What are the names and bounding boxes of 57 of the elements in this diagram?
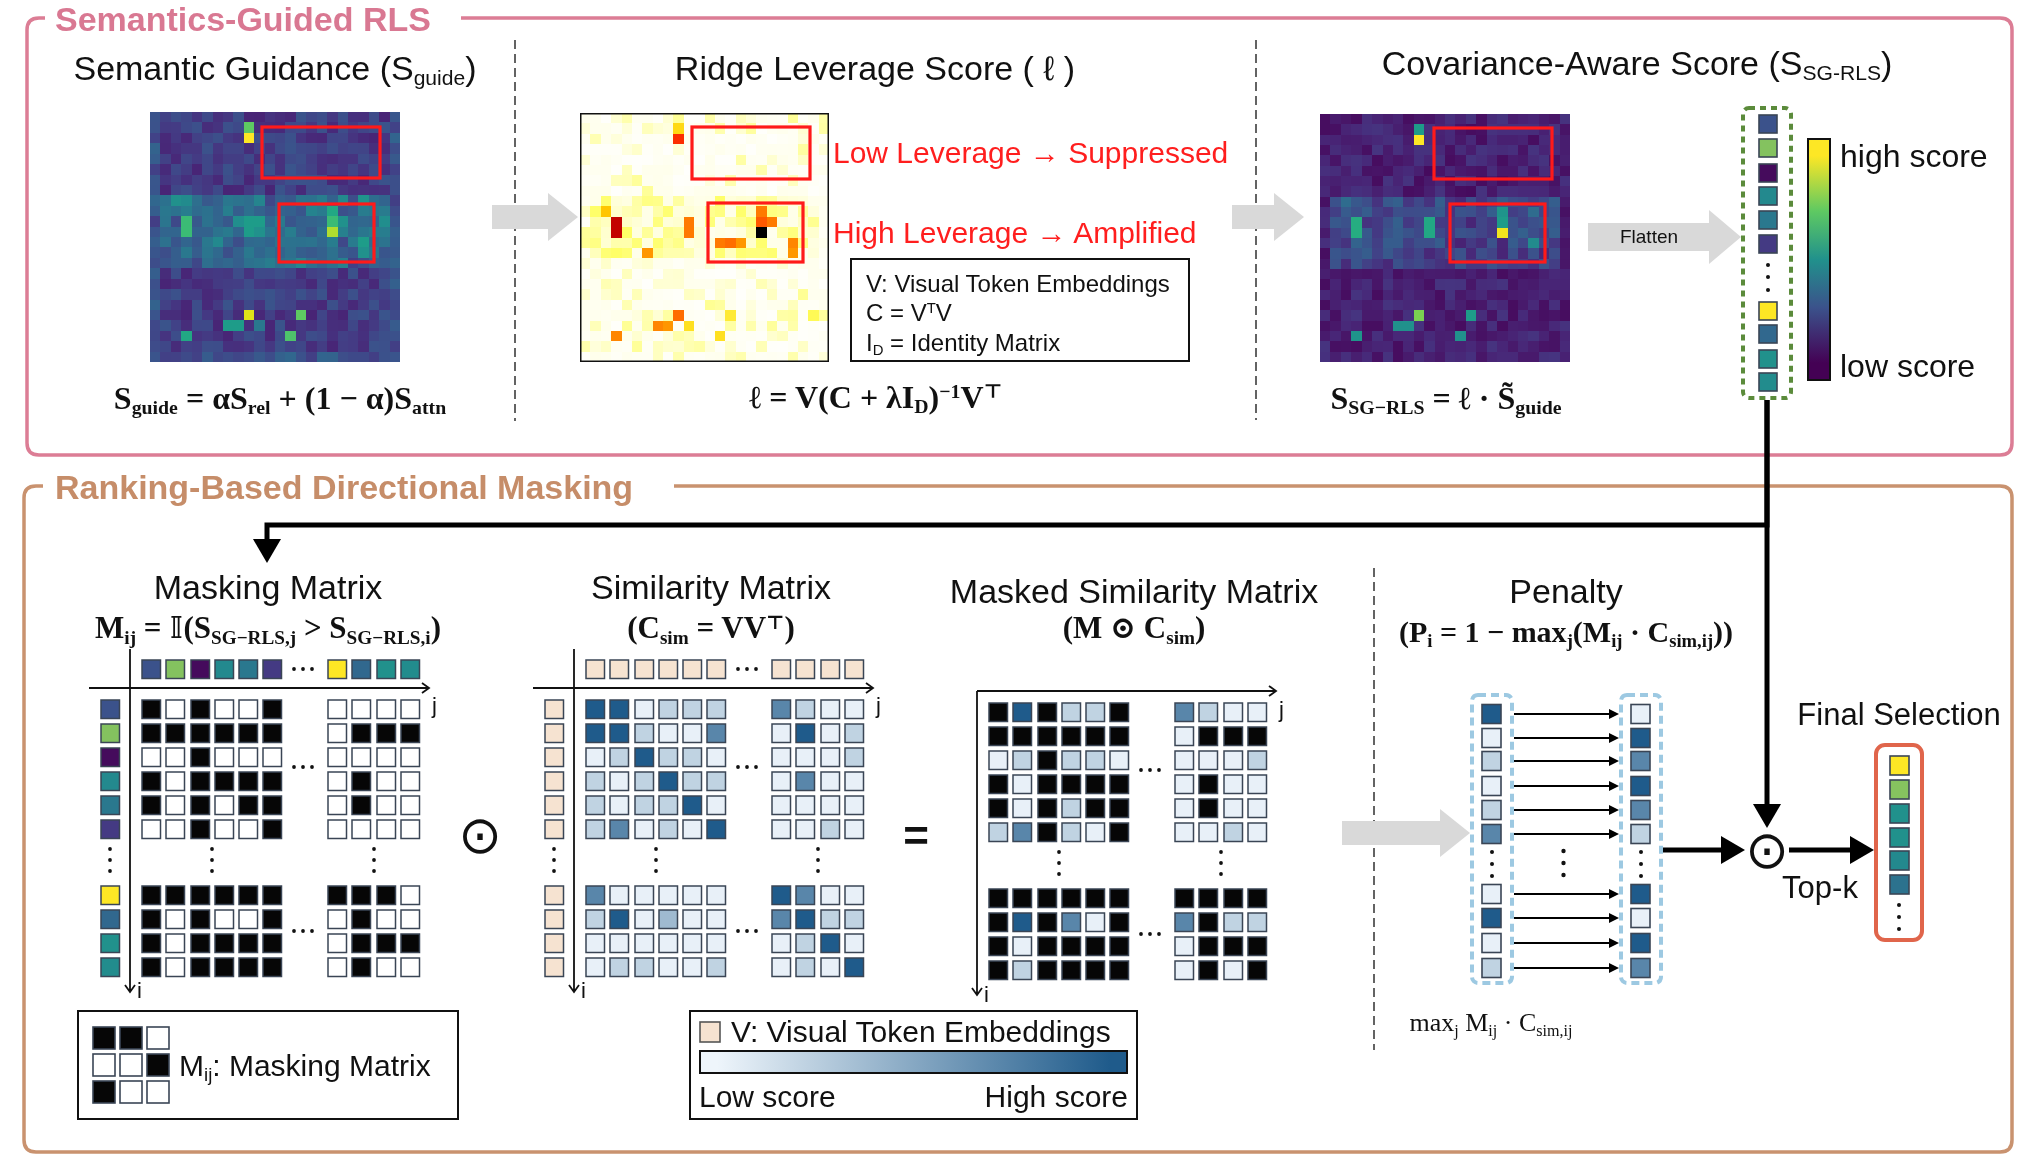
arrow bbox=[1513, 781, 1619, 791]
section-heading: Similarity Matrix bbox=[591, 566, 831, 608]
formula: S$_{SG−RLS}$ = ℓ · S̃$_{guide}$ bbox=[1330, 378, 1562, 418]
arrow bbox=[1753, 400, 1781, 828]
axis-label: j bbox=[1279, 696, 1284, 724]
panel-title: Semantics-Guided RLS bbox=[55, 0, 431, 40]
arrow bbox=[1513, 805, 1619, 815]
arrow bbox=[1513, 889, 1619, 899]
arrow bbox=[1513, 756, 1619, 766]
axis-label: i bbox=[581, 977, 586, 1005]
section-heading: Covariance-Aware Score (S$_{SG-RLS}$) bbox=[1381, 42, 1893, 84]
formula: (M ⊙ C$_{sim}$) bbox=[1062, 610, 1206, 647]
axis-label: i bbox=[137, 977, 142, 1005]
formula: max$_{j}$ M$_{ij}$ · C$_{sim,ij}$ bbox=[1409, 1007, 1573, 1039]
arrow bbox=[1513, 709, 1619, 719]
legend-label: High score bbox=[984, 1079, 1128, 1115]
formula: (C$_{sim}$ = VV$^{⊤}$) bbox=[627, 609, 795, 647]
arrow bbox=[1513, 913, 1619, 923]
section-heading: Masked Similarity Matrix bbox=[949, 570, 1319, 612]
axis-label: j bbox=[876, 692, 881, 720]
operator-symbol: = bbox=[903, 809, 929, 862]
block-arrow bbox=[492, 193, 578, 241]
legend-label: V: Visual Token Embeddings bbox=[731, 1014, 1111, 1050]
formula: M$_{ij}$ = 𝕀(S$_{SG−RLS,j}$ > S$_{SG−RLS,i}$) bbox=[95, 609, 441, 647]
formula: (P$_{i}$ = 1 − max$_{j}$(M$_{ij}$ · C$_{sim,ij}$)) bbox=[1398, 614, 1734, 650]
legend-label: Low score bbox=[699, 1079, 836, 1115]
operator-symbol: ⊙ bbox=[1745, 828, 1789, 872]
note-text: I$_{D}$ = Identity Matrix bbox=[866, 328, 1061, 358]
arrow bbox=[1513, 733, 1619, 743]
block-arrow bbox=[1588, 210, 1741, 264]
arrow bbox=[1789, 836, 1874, 864]
annotation: Low Leverage → Suppressed bbox=[833, 135, 1229, 171]
section-heading: Semantic Guidance (S$_{guide}$) bbox=[73, 47, 477, 89]
note-text: V: Visual Token Embeddings bbox=[866, 269, 1170, 299]
note-box bbox=[850, 258, 1190, 362]
arrow bbox=[1513, 963, 1619, 973]
axis-label: j bbox=[432, 692, 437, 720]
arrow bbox=[1513, 829, 1619, 839]
axis-label: i bbox=[984, 981, 989, 1009]
operator-symbol: ⊙ bbox=[458, 813, 502, 857]
section-heading: Final Selection bbox=[1797, 696, 2001, 734]
block-arrow bbox=[1232, 193, 1304, 241]
arrow bbox=[1663, 836, 1745, 864]
section-heading: Masking Matrix bbox=[153, 566, 383, 608]
edge-label: Flatten bbox=[1619, 225, 1679, 249]
legend-label: M$_{ij}$: Masking Matrix bbox=[179, 1048, 431, 1084]
note-text: C = V$^{T}$V bbox=[866, 298, 952, 328]
formula: S$_{guide}$ = αS$_{rel}$ + (1 − α)S$_{attn}$ bbox=[113, 378, 447, 418]
legend-label: high score bbox=[1840, 136, 1988, 176]
arrow bbox=[1513, 938, 1619, 948]
section-heading: Ridge Leverage Score ( ℓ ) bbox=[674, 47, 1076, 89]
block-arrow bbox=[1342, 809, 1470, 857]
panel-title: Ranking-Based Directional Masking bbox=[55, 466, 634, 508]
section-heading: Penalty bbox=[1509, 570, 1623, 612]
formula: ℓ = V(C + λI$_{D}$)$^{−1}$V$^{⊤}$ bbox=[749, 377, 1003, 417]
legend-label: low score bbox=[1840, 346, 1976, 386]
annotation: High Leverage → Amplified bbox=[833, 215, 1197, 251]
